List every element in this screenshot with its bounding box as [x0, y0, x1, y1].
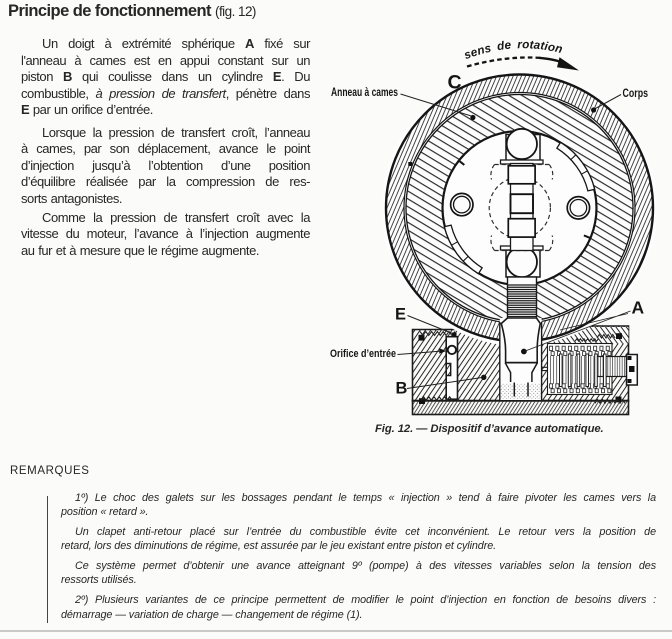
svg-text:C: C [448, 72, 462, 94]
svg-text:E: E [395, 306, 406, 324]
svg-text:Anneau à cames: Anneau à cames [331, 87, 398, 99]
svg-text:Orifice d’entrée: Orifice d’entrée [330, 348, 396, 360]
svg-text:B: B [396, 380, 408, 398]
svg-text:A: A [632, 297, 645, 317]
svg-text:Corps: Corps [623, 88, 649, 100]
